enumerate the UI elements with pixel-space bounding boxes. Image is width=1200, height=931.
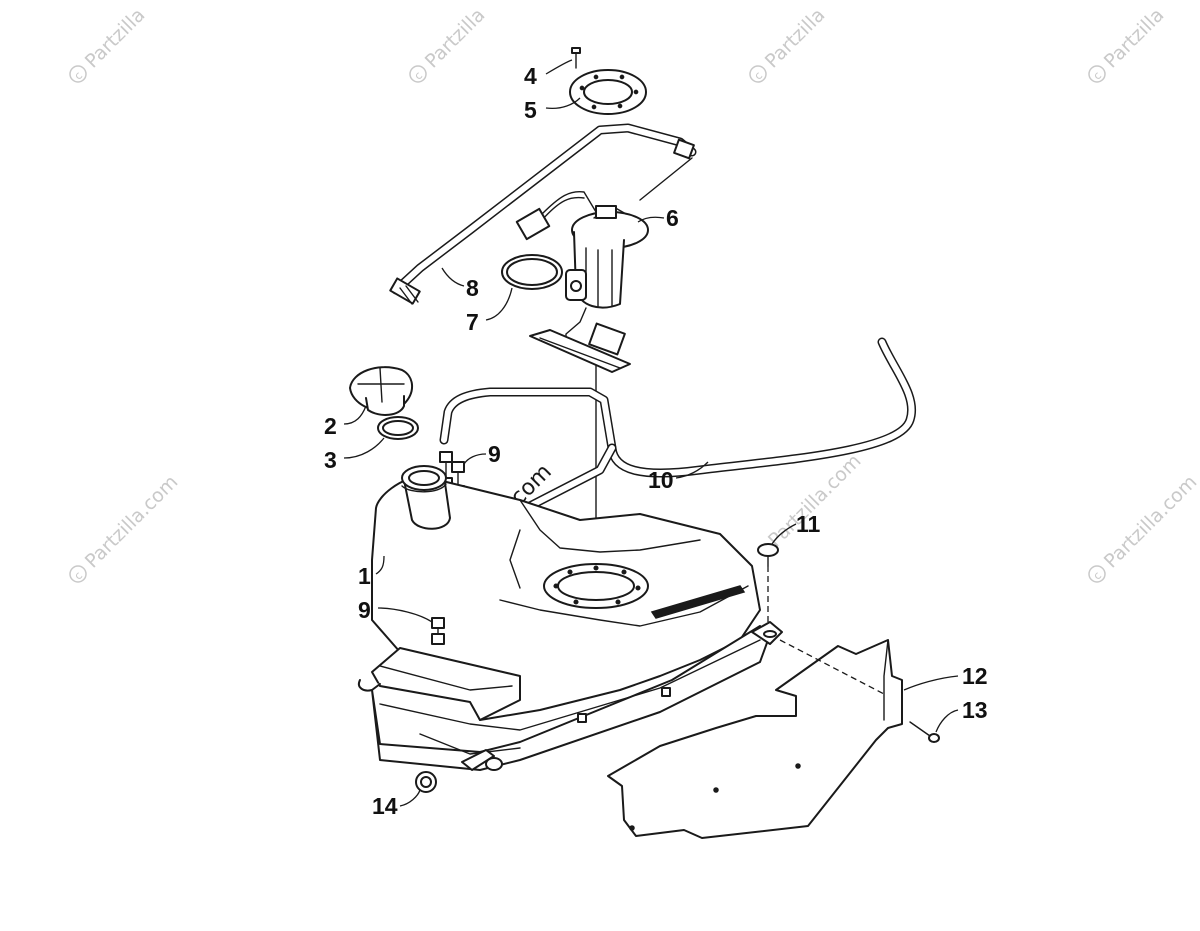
callout-4[interactable]: 4 <box>524 59 573 89</box>
callout-12[interactable]: 12 <box>903 663 988 691</box>
svg-text:Partzilla.com: Partzilla.com <box>1100 471 1200 573</box>
callout-9-upper[interactable]: 9 <box>463 441 501 467</box>
callout-7[interactable]: 7 <box>466 287 513 335</box>
svg-text:Partzilla: Partzilla <box>81 4 150 73</box>
svg-text:Partzilla.com: Partzilla.com <box>81 471 183 573</box>
watermark-mid-left: c Partzilla.com <box>69 471 183 583</box>
part-7-o-ring <box>501 254 563 290</box>
svg-text:7: 7 <box>466 309 479 335</box>
callout-8[interactable]: 8 <box>441 267 479 301</box>
callout-13[interactable]: 13 <box>935 697 988 733</box>
svg-text:10: 10 <box>648 467 674 493</box>
part-11-push-rivet <box>757 543 779 622</box>
callout-9-lower[interactable]: 9 <box>358 597 433 623</box>
svg-text:1: 1 <box>358 563 371 589</box>
svg-text:6: 6 <box>666 205 679 231</box>
part-12-heat-shield <box>607 639 903 839</box>
callout-3[interactable]: 3 <box>324 437 385 473</box>
part-14-grommet <box>415 771 437 793</box>
svg-text:5: 5 <box>524 97 537 123</box>
callout-2[interactable]: 2 <box>324 405 367 439</box>
svg-text:4: 4 <box>524 63 537 89</box>
svg-text:9: 9 <box>358 597 371 623</box>
callout-11[interactable]: 11 <box>771 511 821 545</box>
callout-5[interactable]: 5 <box>524 97 581 123</box>
callout-10[interactable]: 10 <box>648 461 709 493</box>
part-2-fuel-cap <box>349 366 413 416</box>
svg-text:2: 2 <box>324 413 337 439</box>
callout-1[interactable]: 1 <box>358 555 385 589</box>
part-13-screw <box>909 721 940 743</box>
callout-6[interactable]: 6 <box>637 205 679 231</box>
watermark-top-2: c Partzilla <box>409 4 490 83</box>
svg-text:9: 9 <box>488 441 501 467</box>
watermark-top-4: c Partzilla <box>1088 4 1169 83</box>
svg-text:12: 12 <box>962 663 988 689</box>
svg-text:Partzilla: Partzilla <box>1100 4 1169 73</box>
part-8-fuel-hose <box>389 123 697 305</box>
svg-text:8: 8 <box>466 275 479 301</box>
svg-text:3: 3 <box>324 447 337 473</box>
part-4-screw <box>571 47 581 69</box>
part-1-fuel-tank <box>358 465 783 771</box>
callout-14[interactable]: 14 <box>372 789 421 819</box>
part-6-fuel-pump <box>515 157 693 345</box>
watermark-top-1: c Partzilla <box>69 4 150 83</box>
part-5-retaining-ring <box>569 69 647 115</box>
part-3-cap-gasket <box>377 416 419 440</box>
watermark-mid-right: c Partzilla.com <box>1088 471 1200 583</box>
svg-text:14: 14 <box>372 793 398 819</box>
svg-text:Partzilla: Partzilla <box>421 4 490 73</box>
svg-text:11: 11 <box>796 511 821 537</box>
svg-text:Partzilla: Partzilla <box>761 4 830 73</box>
watermark-top-3: c Partzilla <box>749 4 830 83</box>
part-9-clamp-lower <box>431 617 445 645</box>
svg-text:13: 13 <box>962 697 988 723</box>
